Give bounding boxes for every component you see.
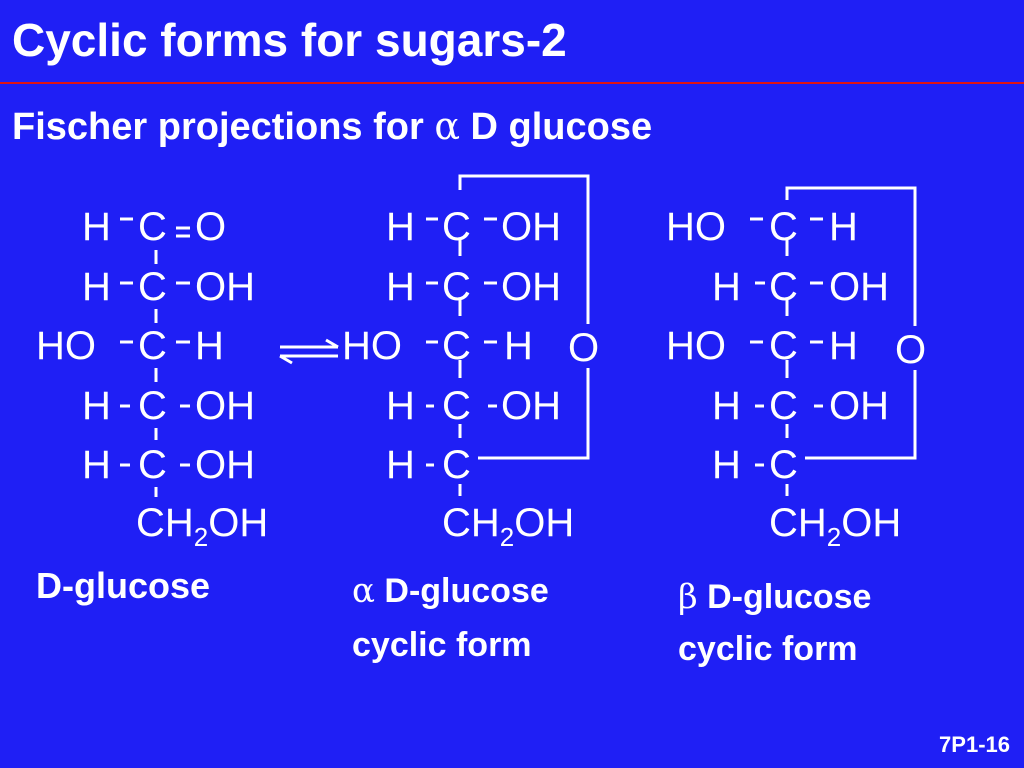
label-beta-line1: β D-glucose [678, 576, 871, 618]
label-d-glucose: D-glucose [36, 565, 211, 606]
beta-atom-carbon-3: C [769, 324, 798, 368]
atom-carbon-1: C [138, 205, 167, 249]
beta-atom-carbon-1: C [769, 205, 798, 249]
beta-atom-right-1: H [829, 205, 858, 249]
subtitle-suffix: D glucose [459, 106, 653, 148]
page-number: 7P1-16 [939, 732, 1010, 757]
alpha-atom-carbon-5: C [442, 443, 471, 487]
beta-atom-ch2oh: CH2OH [769, 500, 902, 552]
oh-text: OH [208, 501, 269, 545]
title-divider [0, 82, 1024, 84]
alpha-atom-right-2: OH [501, 265, 561, 309]
alpha-atom-left-5: H [386, 443, 415, 487]
alpha-symbol: α [434, 104, 460, 148]
structure-alpha-bonds [426, 174, 590, 496]
atom-right-1: O [195, 205, 227, 249]
beta-atom-left-3: HO [666, 324, 726, 368]
slide-title: Cyclic forms for sugars-2 [12, 14, 567, 66]
alpha-atom-ch2oh: CH2OH [442, 500, 575, 552]
label-alpha-line1: α D-glucose [352, 570, 549, 612]
atom-ch2oh: CH2OH [136, 500, 269, 552]
atom-right-5: OH [195, 443, 255, 487]
beta-oh-text: OH [841, 501, 902, 545]
beta-atom-left-5: H [712, 443, 741, 487]
atom-carbon-2: C [138, 265, 167, 309]
atom-right-4: OH [195, 384, 255, 428]
beta-atom-carbon-5: C [769, 443, 798, 487]
atom-left-4: H [82, 384, 111, 428]
alpha-subscript-2: 2 [499, 522, 515, 552]
beta-ring-oxygen: O [895, 328, 927, 372]
beta-subscript-2: 2 [826, 522, 842, 552]
atom-left-5: H [82, 443, 111, 487]
atom-left-3: HO [36, 324, 96, 368]
atom-carbon-4: C [138, 384, 167, 428]
subscript-2: 2 [193, 522, 209, 552]
alpha-ch-text: CH [442, 501, 500, 545]
atom-carbon-5: C [138, 443, 167, 487]
subtitle-prefix: Fischer projections for [12, 106, 435, 148]
beta-atom-right-4: OH [829, 384, 889, 428]
alpha-atom-carbon-3: C [442, 324, 471, 368]
alpha-atom-right-3: H [504, 324, 533, 368]
alpha-atom-left-2: H [386, 265, 415, 309]
ch-text: CH [136, 501, 194, 545]
alpha-label-symbol: α [352, 571, 375, 611]
atom-left-1: H [82, 205, 111, 249]
beta-atom-left-1: HO [666, 205, 726, 249]
beta-label-text: D-glucose [697, 578, 872, 616]
slide-subtitle: Fischer projections for α D glucose [12, 104, 652, 149]
alpha-label-text: D-glucose [374, 572, 549, 610]
alpha-oh-text: OH [514, 501, 575, 545]
beta-label-symbol: β [678, 577, 698, 617]
beta-atom-right-2: OH [829, 265, 889, 309]
beta-atom-carbon-2: C [769, 265, 798, 309]
beta-ch-text: CH [769, 501, 827, 545]
beta-atom-right-3: H [829, 324, 858, 368]
structure-open-bonds [120, 217, 190, 497]
alpha-atom-left-3: HO [342, 324, 402, 368]
beta-atom-left-2: H [712, 265, 741, 309]
alpha-atom-carbon-2: C [442, 265, 471, 309]
beta-atom-carbon-4: C [769, 384, 798, 428]
alpha-atom-left-4: H [386, 384, 415, 428]
atom-right-2: OH [195, 265, 255, 309]
equilibrium-arrow [279, 338, 339, 365]
atom-right-3: H [195, 324, 224, 368]
label-alpha-line2: cyclic form [352, 626, 532, 664]
alpha-atom-right-1: OH [501, 205, 561, 249]
alpha-atom-right-4: OH [501, 384, 561, 428]
alpha-atom-carbon-4: C [442, 384, 471, 428]
atom-carbon-3: C [138, 324, 167, 368]
beta-atom-left-4: H [712, 384, 741, 428]
structure-beta-bonds [750, 186, 917, 496]
label-beta-line2: cyclic form [678, 630, 858, 668]
atom-left-2: H [82, 265, 111, 309]
alpha-ring-oxygen: O [568, 326, 600, 370]
alpha-atom-left-1: H [386, 205, 415, 249]
alpha-atom-carbon-1: C [442, 205, 471, 249]
